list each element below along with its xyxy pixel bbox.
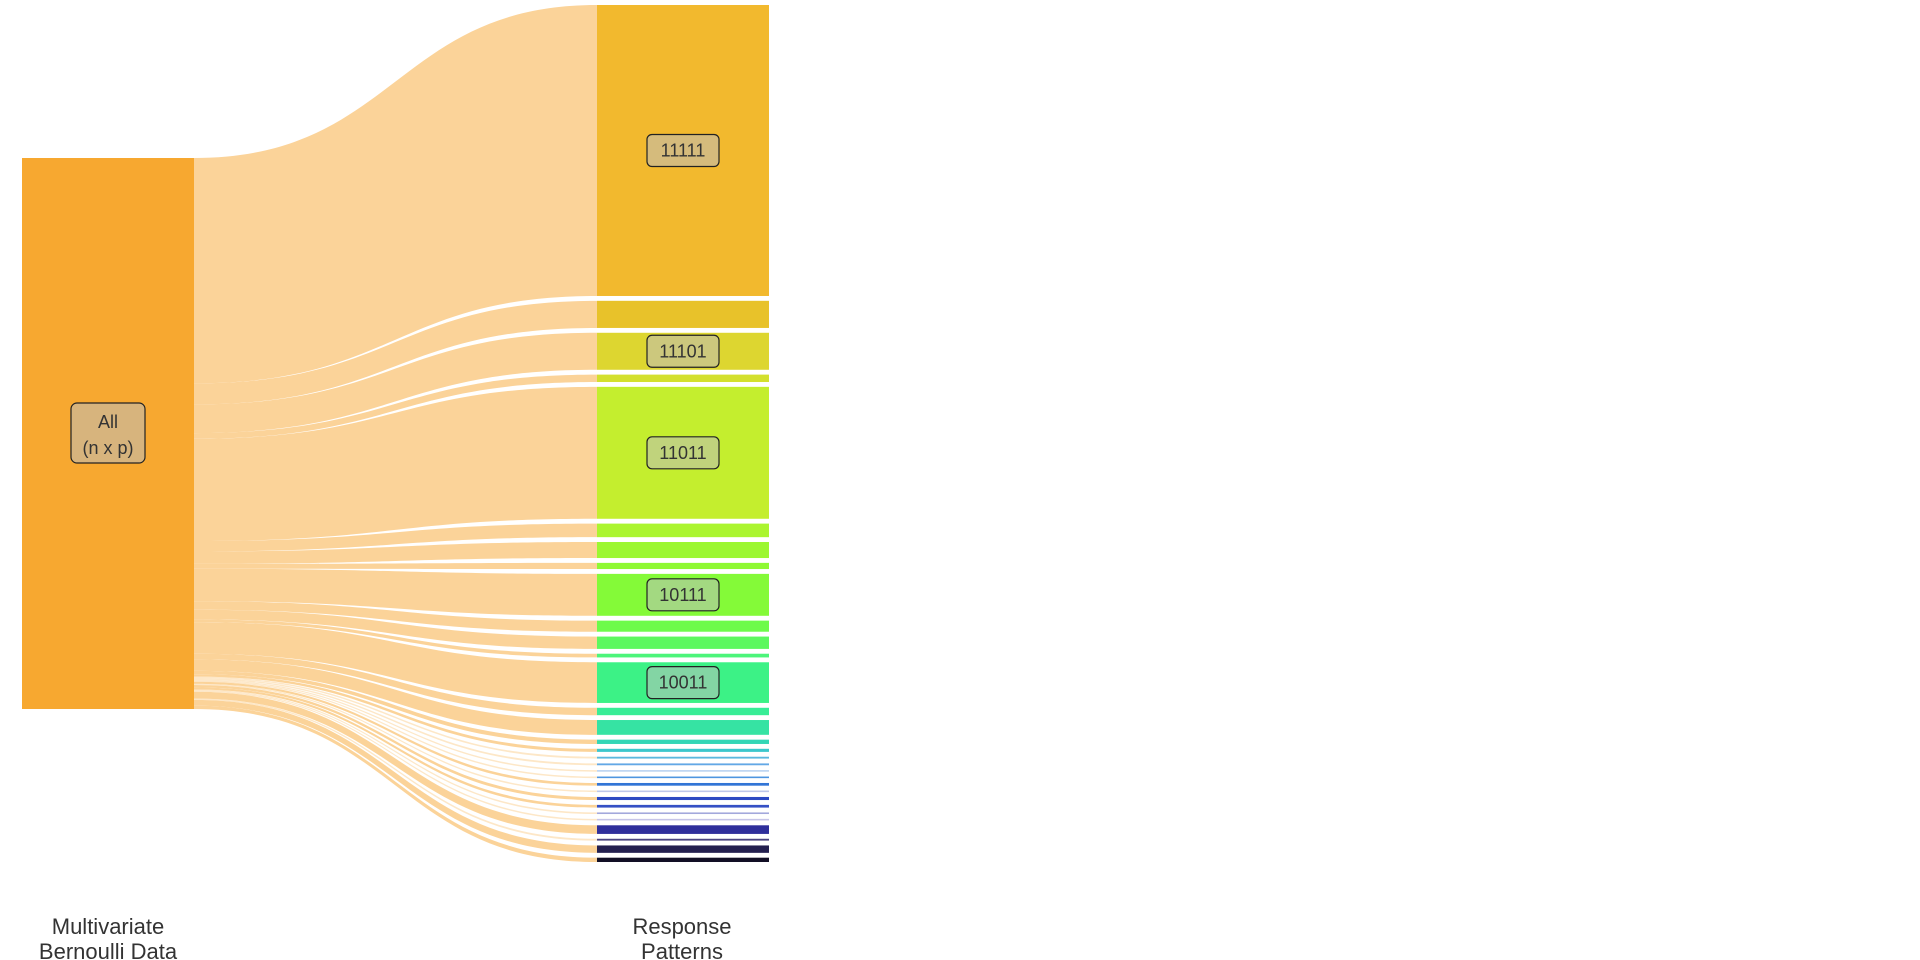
- pattern-node-p18: [597, 756, 769, 759]
- pattern-node-p20: [597, 770, 769, 772]
- pattern-node-p17: [597, 748, 769, 752]
- pattern-label-11111: 11111: [646, 133, 720, 168]
- right-column-label-line2: Patterns: [641, 939, 723, 960]
- sankey-links: [194, 5, 597, 862]
- pattern-node-p7: [597, 542, 769, 559]
- source-node-label-line2: (n x p): [82, 438, 133, 458]
- pattern-node-p19: [597, 763, 769, 766]
- pattern-label-10111: 10111: [646, 578, 720, 612]
- link-p15: [194, 659, 597, 735]
- pattern-node-p22: [597, 782, 769, 786]
- pattern-node-p21: [597, 776, 769, 779]
- pattern-node-p30: [597, 845, 769, 853]
- pattern-node-p4: [597, 374, 769, 383]
- link-10111: [194, 568, 597, 616]
- right-column-label-line1: Response: [632, 914, 731, 939]
- pattern-node-p25: [597, 804, 769, 808]
- pattern-node-p14: [597, 707, 769, 716]
- left-column-label-line1: Multivariate: [52, 914, 164, 939]
- pattern-node-p6: [597, 523, 769, 538]
- link-11011: [194, 386, 597, 541]
- link-p26: [194, 689, 597, 815]
- pattern-label-box: [646, 436, 720, 470]
- link-p14: [194, 653, 597, 716]
- pattern-node-p11: [597, 636, 769, 649]
- link-p27: [194, 690, 597, 821]
- pattern-label-11011: 11011: [646, 436, 720, 470]
- pattern-label-10011: 10011: [646, 666, 720, 700]
- link-11101: [194, 332, 597, 434]
- link-p31: [194, 705, 597, 862]
- pattern-node-p10: [597, 620, 769, 632]
- link-10011: [194, 622, 597, 703]
- link-p25: [194, 687, 597, 808]
- sankey-node-labels: 11111 11101 11011 10111 10011 All (n x p): [70, 133, 720, 700]
- link-p7: [194, 542, 597, 564]
- link-p21: [194, 680, 597, 779]
- pattern-node-p23: [597, 790, 769, 793]
- pattern-node-p24: [597, 796, 769, 801]
- link-p22: [194, 681, 597, 786]
- pattern-node-p16: [597, 739, 769, 744]
- pattern-label-box: [646, 133, 720, 168]
- link-p10: [194, 601, 597, 632]
- pattern-label-text: 10011: [659, 673, 708, 693]
- pattern-node-p28: [597, 825, 769, 834]
- link-p24: [194, 685, 597, 801]
- pattern-node-p31: [597, 857, 769, 862]
- pattern-node-p12: [597, 653, 769, 658]
- pattern-label-box: [646, 334, 720, 368]
- pattern-label-text: 10111: [659, 585, 706, 605]
- link-p8: [194, 562, 597, 570]
- pattern-label-text: 11101: [659, 341, 706, 361]
- pattern-label-box: [646, 578, 720, 612]
- pattern-label-text: 11111: [661, 140, 706, 160]
- pattern-node-p26: [597, 812, 769, 815]
- pattern-node-p29: [597, 838, 769, 841]
- pattern-label-11101: 11101: [646, 334, 720, 368]
- link-p17: [194, 674, 597, 752]
- link-p20: [194, 679, 597, 772]
- pattern-label-box: [646, 666, 720, 700]
- pattern-node-p2: [597, 300, 769, 328]
- link-p29: [194, 698, 597, 841]
- link-p16: [194, 670, 597, 744]
- pattern-label-text: 11011: [659, 443, 706, 463]
- link-p2: [194, 300, 597, 405]
- link-11111: [194, 5, 597, 384]
- link-p19: [194, 678, 597, 766]
- link-p23: [194, 683, 597, 793]
- link-p28: [194, 691, 597, 834]
- link-p12: [194, 619, 597, 658]
- link-p30: [194, 699, 597, 853]
- left-column-label-line2: Bernoulli Data: [39, 939, 178, 960]
- pattern-node-p15: [597, 720, 769, 735]
- source-node-label-line1: All: [98, 412, 118, 432]
- link-p6: [194, 523, 597, 552]
- link-p11: [194, 609, 597, 649]
- column-labels: Multivariate Bernoulli Data Response Pat…: [39, 914, 732, 960]
- source-node-label: All (n x p): [70, 402, 146, 464]
- pattern-node-p8: [597, 562, 769, 570]
- link-p18: [194, 676, 597, 759]
- source-node-label-box: [70, 402, 146, 464]
- pattern-node-p27: [597, 818, 769, 821]
- link-p4: [194, 374, 597, 439]
